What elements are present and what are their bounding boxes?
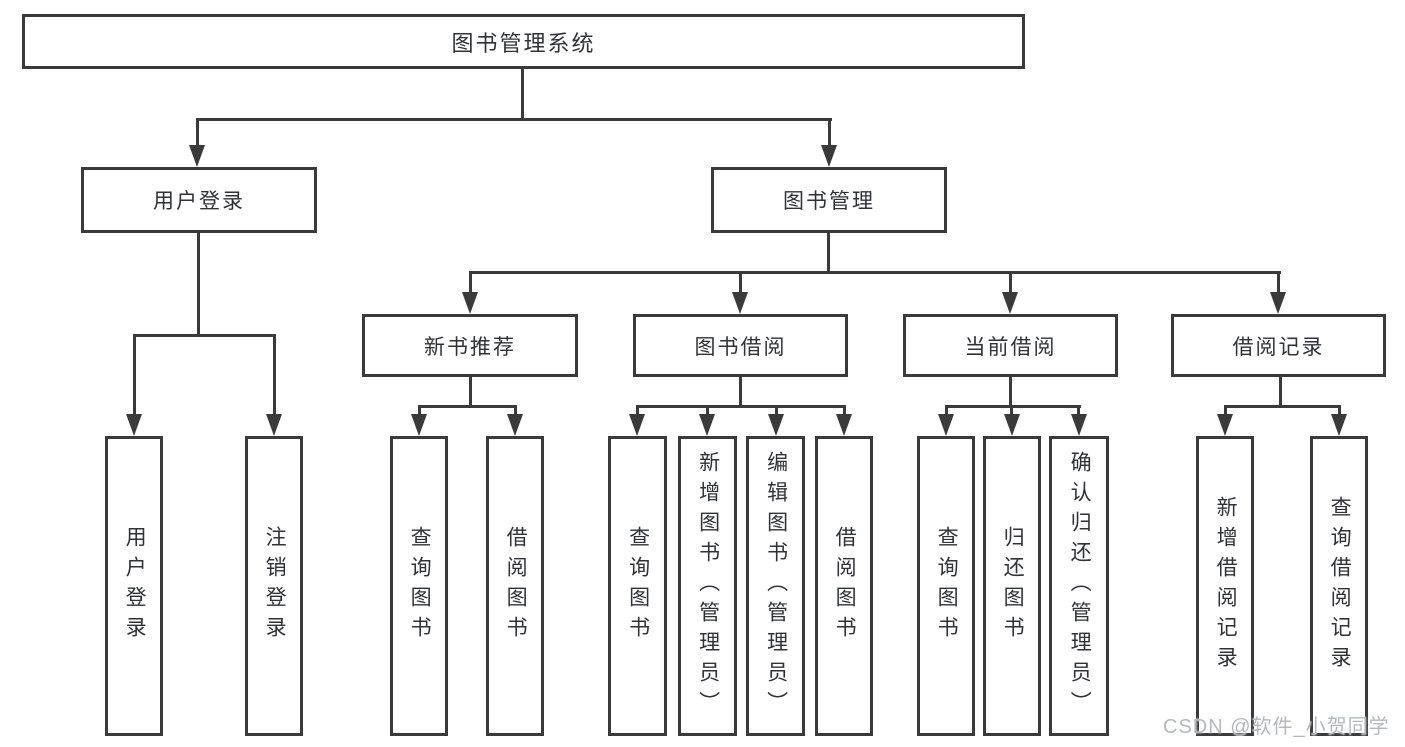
node-label: 借阅图书 bbox=[504, 526, 528, 646]
node-label: 确认归还（管理员） bbox=[1068, 451, 1092, 721]
connector-vertical bbox=[1010, 405, 1013, 417]
node-label: 新增借阅记录 bbox=[1214, 496, 1238, 676]
connector-vertical bbox=[1277, 271, 1280, 294]
node-label: 用户登录 bbox=[153, 190, 245, 213]
arrowhead-down bbox=[836, 414, 852, 436]
connector-vertical bbox=[1009, 271, 1012, 294]
node-label: 借阅图书 bbox=[833, 526, 857, 646]
arrowhead-down bbox=[768, 414, 784, 436]
arrowhead-down bbox=[732, 292, 748, 314]
node-new-book-recommendation: 新书推荐 bbox=[362, 314, 578, 377]
leaf-add-books-admin: 新增图书（管理员） bbox=[678, 436, 737, 736]
connector-horizontal bbox=[469, 271, 1281, 274]
node-label: 图书借阅 bbox=[694, 335, 787, 359]
node-label: 查询图书 bbox=[935, 526, 959, 646]
leaf-edit-books-admin: 编辑图书（管理员） bbox=[746, 436, 805, 736]
leaf-borrow-books-borrowing: 借阅图书 bbox=[815, 436, 873, 736]
connector-vertical bbox=[521, 69, 524, 121]
leaf-return-books: 归还图书 bbox=[983, 436, 1041, 736]
leaf-logout: 注销登录 bbox=[245, 436, 303, 736]
connector-vertical bbox=[197, 233, 200, 337]
leaf-query-borrow-record: 查询借阅记录 bbox=[1310, 436, 1368, 736]
leaf-query-books-recommend: 查询图书 bbox=[390, 436, 448, 736]
connector-vertical bbox=[469, 377, 472, 408]
connector-vertical bbox=[739, 377, 742, 408]
leaf-confirm-return-admin: 确认归还（管理员） bbox=[1049, 436, 1109, 736]
connector-vertical bbox=[469, 271, 472, 294]
connector-vertical bbox=[739, 271, 742, 294]
node-label: 查询图书 bbox=[626, 526, 650, 646]
leaf-user-login: 用户登录 bbox=[105, 436, 163, 736]
node-current-borrowing: 当前借阅 bbox=[903, 314, 1118, 377]
connector-vertical bbox=[636, 405, 639, 417]
arrowhead-down bbox=[1002, 292, 1018, 314]
connector-vertical bbox=[1338, 405, 1341, 417]
node-label: 归还图书 bbox=[1001, 526, 1025, 646]
arrowhead-down bbox=[1071, 414, 1087, 436]
arrowhead-down bbox=[1331, 414, 1347, 436]
node-user-login: 用户登录 bbox=[81, 167, 317, 233]
arrowhead-down bbox=[126, 414, 142, 436]
connector-vertical bbox=[1077, 405, 1080, 417]
node-label: 查询图书 bbox=[408, 526, 432, 646]
connector-vertical bbox=[775, 405, 778, 417]
csdn-watermark: CSDN @软件_小贺同学 bbox=[1163, 716, 1390, 738]
arrowhead-down bbox=[821, 145, 837, 167]
node-label: 查询借阅记录 bbox=[1328, 496, 1352, 676]
node-label: 借阅记录 bbox=[1232, 335, 1325, 359]
connector-horizontal bbox=[636, 405, 846, 408]
connector-vertical bbox=[945, 405, 948, 417]
arrowhead-down bbox=[699, 414, 715, 436]
connector-vertical bbox=[273, 334, 276, 416]
node-label: 注销登录 bbox=[263, 526, 287, 646]
arrowhead-down bbox=[266, 414, 282, 436]
node-book-management: 图书管理 bbox=[711, 167, 947, 233]
arrowhead-down bbox=[1217, 414, 1233, 436]
node-borrowing-records: 借阅记录 bbox=[1171, 314, 1386, 377]
connector-horizontal bbox=[196, 118, 832, 121]
connector-vertical bbox=[1009, 377, 1012, 408]
node-label: 新增图书（管理员） bbox=[696, 451, 720, 721]
node-book-borrowing: 图书借阅 bbox=[633, 314, 848, 377]
node-library-management-system: 图书管理系统 bbox=[22, 14, 1025, 69]
connector-vertical bbox=[1279, 377, 1282, 408]
connector-vertical bbox=[827, 233, 830, 274]
arrowhead-down bbox=[1270, 292, 1286, 314]
connector-vertical bbox=[418, 405, 421, 417]
node-label: 当前借阅 bbox=[964, 335, 1057, 359]
arrowhead-down bbox=[411, 414, 427, 436]
connector-horizontal bbox=[945, 405, 1081, 408]
connector-vertical bbox=[706, 405, 709, 417]
arrowhead-down bbox=[462, 292, 478, 314]
node-label: 新书推荐 bbox=[424, 335, 516, 359]
arrowhead-down bbox=[189, 145, 205, 167]
leaf-query-books-current: 查询图书 bbox=[917, 436, 975, 736]
arrowhead-down bbox=[629, 414, 645, 436]
connector-vertical bbox=[514, 405, 517, 417]
connector-horizontal bbox=[418, 405, 517, 408]
leaf-query-books-borrowing: 查询图书 bbox=[608, 436, 667, 736]
connector-horizontal bbox=[133, 334, 276, 337]
connector-vertical bbox=[843, 405, 846, 417]
connector-vertical bbox=[1224, 405, 1227, 417]
node-label: 编辑图书（管理员） bbox=[764, 451, 788, 721]
leaf-borrow-books-recommend: 借阅图书 bbox=[486, 436, 544, 736]
connector-vertical bbox=[196, 118, 199, 148]
connector-vertical bbox=[828, 118, 831, 148]
node-label: 图书管理系统 bbox=[451, 30, 596, 56]
connector-vertical bbox=[133, 334, 136, 416]
connector-horizontal bbox=[1224, 405, 1341, 408]
leaf-add-borrow-record: 新增借阅记录 bbox=[1196, 436, 1254, 736]
node-label: 用户登录 bbox=[123, 526, 147, 646]
arrowhead-down bbox=[507, 414, 523, 436]
arrowhead-down bbox=[1004, 414, 1020, 436]
node-label: 图书管理 bbox=[783, 190, 875, 213]
arrowhead-down bbox=[938, 414, 954, 436]
